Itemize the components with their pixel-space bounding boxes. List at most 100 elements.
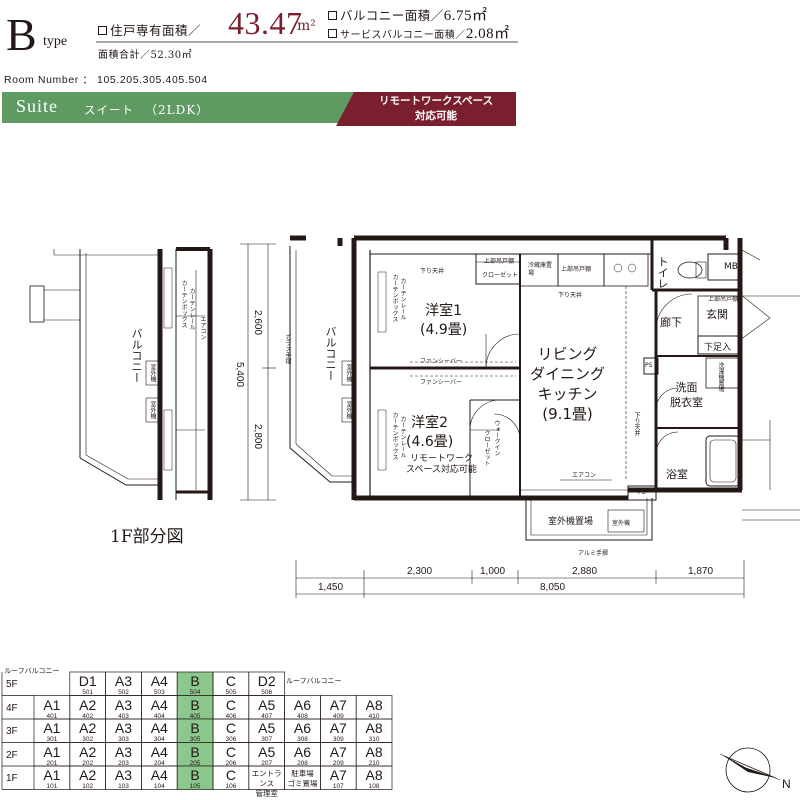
curtain-box-label2: カーテンボックス: [391, 412, 398, 460]
unit-type: A4: [150, 673, 168, 689]
partial-plan-title: 1F部分図: [110, 527, 184, 547]
partial-outdoor-unit1: 室外機: [149, 364, 156, 382]
unit-number: 303: [118, 736, 129, 743]
unit-type: A5: [258, 720, 276, 736]
unit-number: 306: [225, 736, 237, 743]
upper-closet-label-kitchen: 上部吊戸棚: [561, 266, 592, 273]
facility-label: エントランス: [251, 769, 282, 788]
matrix-cell-frame: [355, 765, 393, 790]
unit-number: 406: [225, 712, 237, 720]
unit-type: B: [190, 720, 200, 736]
dim-5400: 5,400: [234, 362, 245, 388]
checkbox-icon: [328, 11, 337, 20]
lower-ceiling-label1: 下り天井: [420, 268, 445, 275]
facility-label: 管理室: [255, 789, 278, 798]
remote-note: リモートワーク スペース対応可能: [406, 454, 477, 476]
alumi-rail-label: アルミ手摺: [578, 550, 608, 557]
compass-icon: N: [719, 747, 791, 793]
glass-rail-label: ガラス手摺: [284, 334, 291, 364]
partial-plan-1f: [29, 247, 213, 500]
vertical-dimension-lines: [240, 243, 276, 501]
unit-number: 209: [332, 759, 344, 767]
roof-balcony-label: ルーフバルコニー: [4, 667, 60, 675]
unit-number: 506: [261, 689, 273, 696]
service-balcony-area: サービスバルコニー面積／2.08㎡: [328, 22, 510, 43]
closet-label: クローゼット: [482, 272, 519, 279]
unit-number: 202: [82, 759, 94, 767]
unit-type: C: [225, 673, 236, 689]
floor-label: 2F: [6, 749, 18, 761]
ldk-line3: キッチン: [537, 385, 598, 403]
unit-type: B: [190, 673, 200, 689]
unit-number: 206: [225, 759, 237, 767]
western-room-1-name: 洋室1: [425, 303, 463, 319]
lower-ceiling-label3: 下り天井: [633, 412, 640, 436]
western-room-2: 洋室2 (4.6畳): [406, 414, 453, 452]
ldk-size: (9.1畳): [542, 405, 593, 423]
private-area-value: 43.47: [228, 5, 303, 41]
western-room-1-size: (4.9畳): [420, 322, 468, 338]
unit-type: C: [225, 767, 236, 783]
unit-type: A1: [43, 720, 61, 736]
checkbox-icon: [328, 29, 337, 38]
unit-type: A6: [293, 743, 312, 760]
dim-1000: 1,000: [480, 566, 506, 577]
unit-number: 401: [46, 712, 58, 720]
balcony-area-label: バルコニー面積／: [340, 8, 444, 23]
curtain-rail-label2: カーテンレール: [399, 416, 406, 458]
ldk-line2: ダイニング: [530, 365, 606, 383]
remote-note-line2: スペース対応可能: [406, 465, 477, 475]
remote-work-banner: [336, 92, 516, 126]
unit-number: 409: [332, 712, 344, 720]
unit-type: A7: [329, 720, 347, 736]
unit-type: A2: [79, 720, 97, 736]
unit-number: 102: [82, 783, 94, 790]
unit-type: A7: [329, 743, 347, 760]
unit-type: B: [190, 743, 200, 760]
floor-label: 1F: [6, 773, 18, 784]
unit-number: 308: [297, 736, 308, 743]
unit-type: A6: [293, 696, 312, 713]
unit-number: 408: [297, 712, 308, 720]
unit-number: 505: [225, 689, 237, 696]
entrance-label: 玄関: [706, 308, 728, 321]
unit-type: D2: [257, 673, 276, 689]
unit-number: 504: [189, 689, 201, 696]
unit-type: D1: [78, 673, 97, 689]
unit-type: A3: [114, 767, 133, 783]
unit-number: 301: [46, 736, 58, 743]
dim-2800: 2,800: [252, 424, 263, 450]
unit-type: A8: [365, 696, 383, 713]
unit-number: 403: [118, 712, 129, 720]
floor-label: 3F: [6, 726, 18, 737]
unit-number: 201: [46, 759, 58, 767]
unit-number: 107: [332, 783, 344, 790]
ps-label-1: PS: [645, 362, 653, 369]
unit-number: 502: [118, 689, 129, 696]
unit-number: 105: [189, 783, 201, 790]
balcony-area-value: 6.75㎡: [443, 8, 488, 24]
